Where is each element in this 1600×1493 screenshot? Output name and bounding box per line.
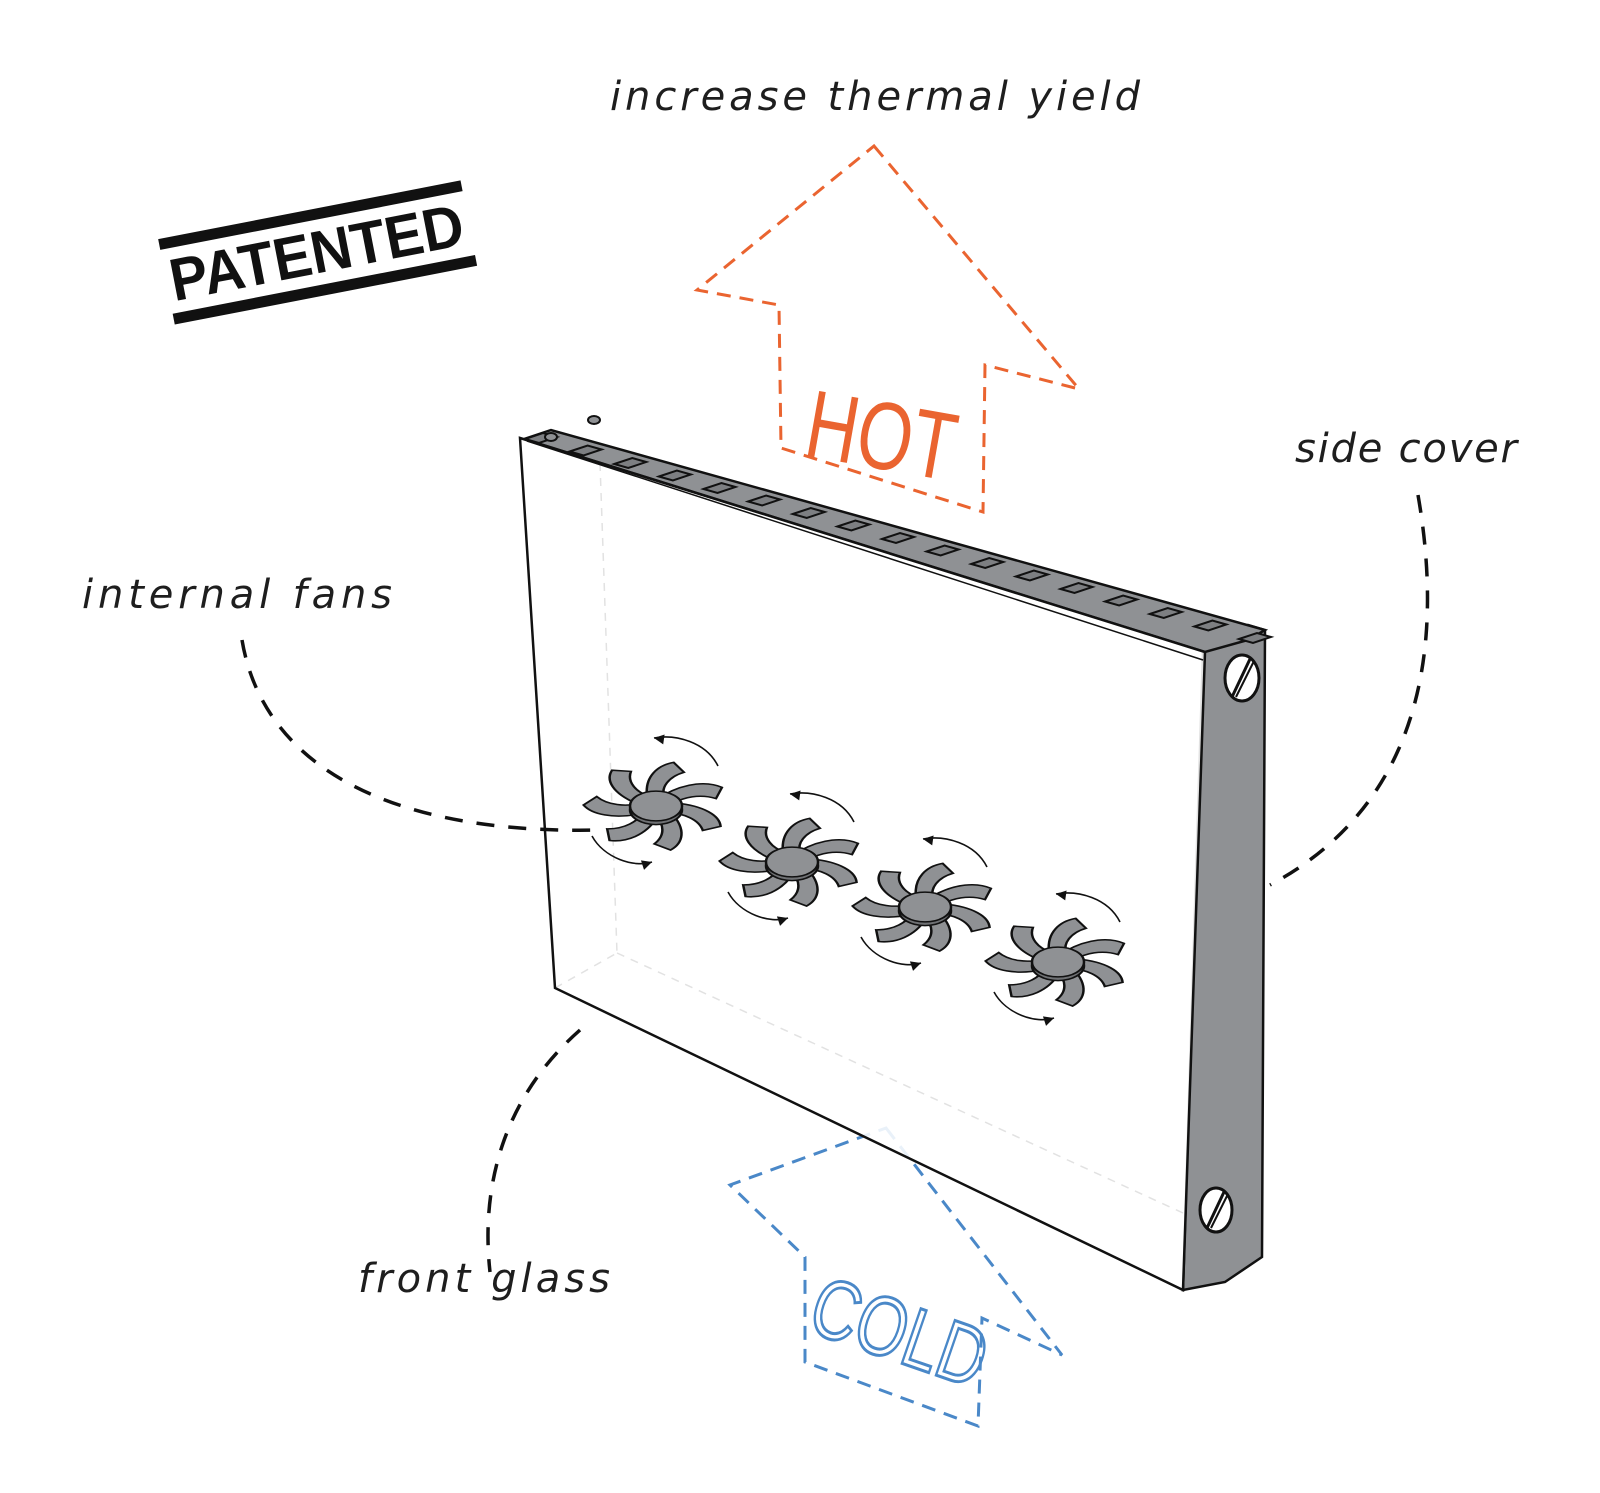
fin-ridge xyxy=(833,519,873,532)
stamp-bottom-bar xyxy=(172,254,478,325)
leader-side-cover xyxy=(1269,494,1430,887)
rotation-arrow-head xyxy=(640,860,652,870)
cold-label: COLD xyxy=(799,1258,1000,1405)
leader-front-glass xyxy=(486,1028,582,1273)
leader-internal-fans xyxy=(240,639,601,832)
fan-3 xyxy=(850,862,993,952)
rotation-arrow-head xyxy=(909,961,921,971)
fan-blade xyxy=(1047,917,1088,953)
fin-ridge xyxy=(789,506,829,520)
hot-arrow-outline xyxy=(693,143,1084,515)
rotation-arrow-head xyxy=(776,916,788,926)
label-internal-fans: internal fans xyxy=(82,572,402,618)
fan-1 xyxy=(581,761,724,851)
rotation-arrow-head xyxy=(1042,1016,1054,1026)
fan-4 xyxy=(983,917,1126,1007)
fin-ridge xyxy=(655,469,695,482)
leader-lines xyxy=(240,494,1430,1273)
rotation-arrow-head xyxy=(923,835,934,846)
fan-hub xyxy=(1030,946,1086,978)
fan-2 xyxy=(717,817,860,907)
internal-fans xyxy=(581,734,1126,1026)
cold-arrow-outline xyxy=(727,1126,1064,1429)
fin-ridge xyxy=(923,544,963,557)
label-front-glass: front glass xyxy=(358,1256,620,1302)
rotation-arrow-head xyxy=(654,734,665,745)
fin-ridge xyxy=(1146,606,1186,620)
fan-blade xyxy=(914,862,955,898)
fin-ridge xyxy=(967,556,1007,570)
hot-arrow: HOT xyxy=(693,143,1084,515)
hot-label: HOT xyxy=(798,370,964,501)
fan-hub xyxy=(897,891,953,923)
rotation-arrow-head xyxy=(790,790,801,801)
fin-ridge xyxy=(566,444,606,457)
bolt-top xyxy=(1223,653,1261,703)
fan-hub xyxy=(628,790,684,822)
fin-ridge xyxy=(744,494,784,507)
stamp-top-bar xyxy=(158,180,463,250)
fin-ridge xyxy=(1057,581,1096,595)
radiator xyxy=(518,415,1275,1292)
front-glass xyxy=(518,436,1207,1292)
label-side-cover: side cover xyxy=(1295,426,1527,472)
fin-ridge xyxy=(1190,619,1230,632)
rotation-arrow-head xyxy=(1056,890,1067,901)
top-nubs xyxy=(544,415,601,442)
patented-stamp: PATENTED xyxy=(158,180,478,325)
fin-ridge xyxy=(878,531,918,545)
fin-ridge xyxy=(610,456,650,470)
label-increase-thermal-yield: increase thermal yield xyxy=(610,74,1150,120)
front-glass-inner-edge xyxy=(526,440,1204,661)
fan-blade xyxy=(781,817,822,853)
fan-blade xyxy=(645,761,686,797)
fin-ridge xyxy=(1235,631,1275,645)
fan-hub xyxy=(764,846,820,878)
fin-ridge xyxy=(1101,594,1141,607)
bolt-bottom xyxy=(1198,1186,1234,1234)
fin-ridges xyxy=(521,431,1275,645)
fin-ridge xyxy=(1012,569,1052,582)
fin-ridge xyxy=(700,481,739,495)
